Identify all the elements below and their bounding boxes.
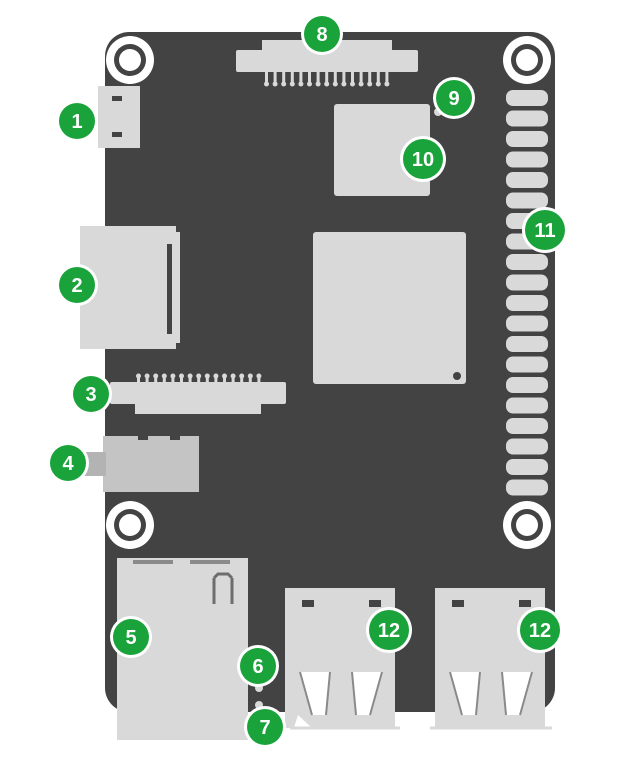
callout-circle [113,619,149,655]
callout-badge-3: 3 [70,373,112,415]
callout-number: 2 [71,275,82,297]
callout-circle [403,139,443,179]
callout-number: 11 [534,220,555,242]
callout-badge-6: 6 [237,645,279,687]
micro-usb-port [98,86,140,148]
mounting-hole-bottom-left [106,501,154,549]
callout-number: 10 [412,149,434,171]
callout-number: 8 [316,24,327,46]
callout-circle [240,648,276,684]
callout-number: 12 [529,620,551,642]
mounting-hole-bottom-right [503,501,551,549]
callout-circle [525,210,565,250]
callout-badge-4: 4 [47,442,89,484]
processor-chip [313,232,466,384]
callout-badge-11a: 11 [522,207,568,253]
callout-circle [436,80,472,116]
callout-badge-10: 10 [400,136,446,182]
callout-circle [50,445,86,481]
callout-circle [369,610,409,650]
callout-circle [520,610,560,650]
callout-badge-8: 8 [301,13,343,55]
callout-badge-1: 1 [56,100,98,142]
callout-badge-12b: 12 [517,607,563,653]
callout-number: 7 [259,717,270,739]
mounting-hole-top-left [106,36,154,84]
callout-badge-5: 5 [110,616,152,658]
callout-circle [59,267,95,303]
callout-circle [304,16,340,52]
callout-number: 5 [125,627,136,649]
callout-number: 3 [85,384,96,406]
callout-circle [247,709,283,745]
display-connector [110,373,286,414]
callout-circle [73,376,109,412]
callout-number: 12 [378,620,400,642]
audio-jack [84,432,199,492]
callout-number: 9 [448,88,459,110]
callout-number: 1 [71,111,82,133]
callout-badge-9: 9 [433,77,475,119]
mounting-hole-top-right [503,36,551,84]
callout-badge-12a: 12 [366,607,412,653]
callout-badge-2: 2 [56,264,98,306]
callout-number: 6 [252,656,263,678]
callout-number: 4 [62,453,74,475]
callout-circle [59,103,95,139]
callout-badge-7: 7 [244,706,286,748]
